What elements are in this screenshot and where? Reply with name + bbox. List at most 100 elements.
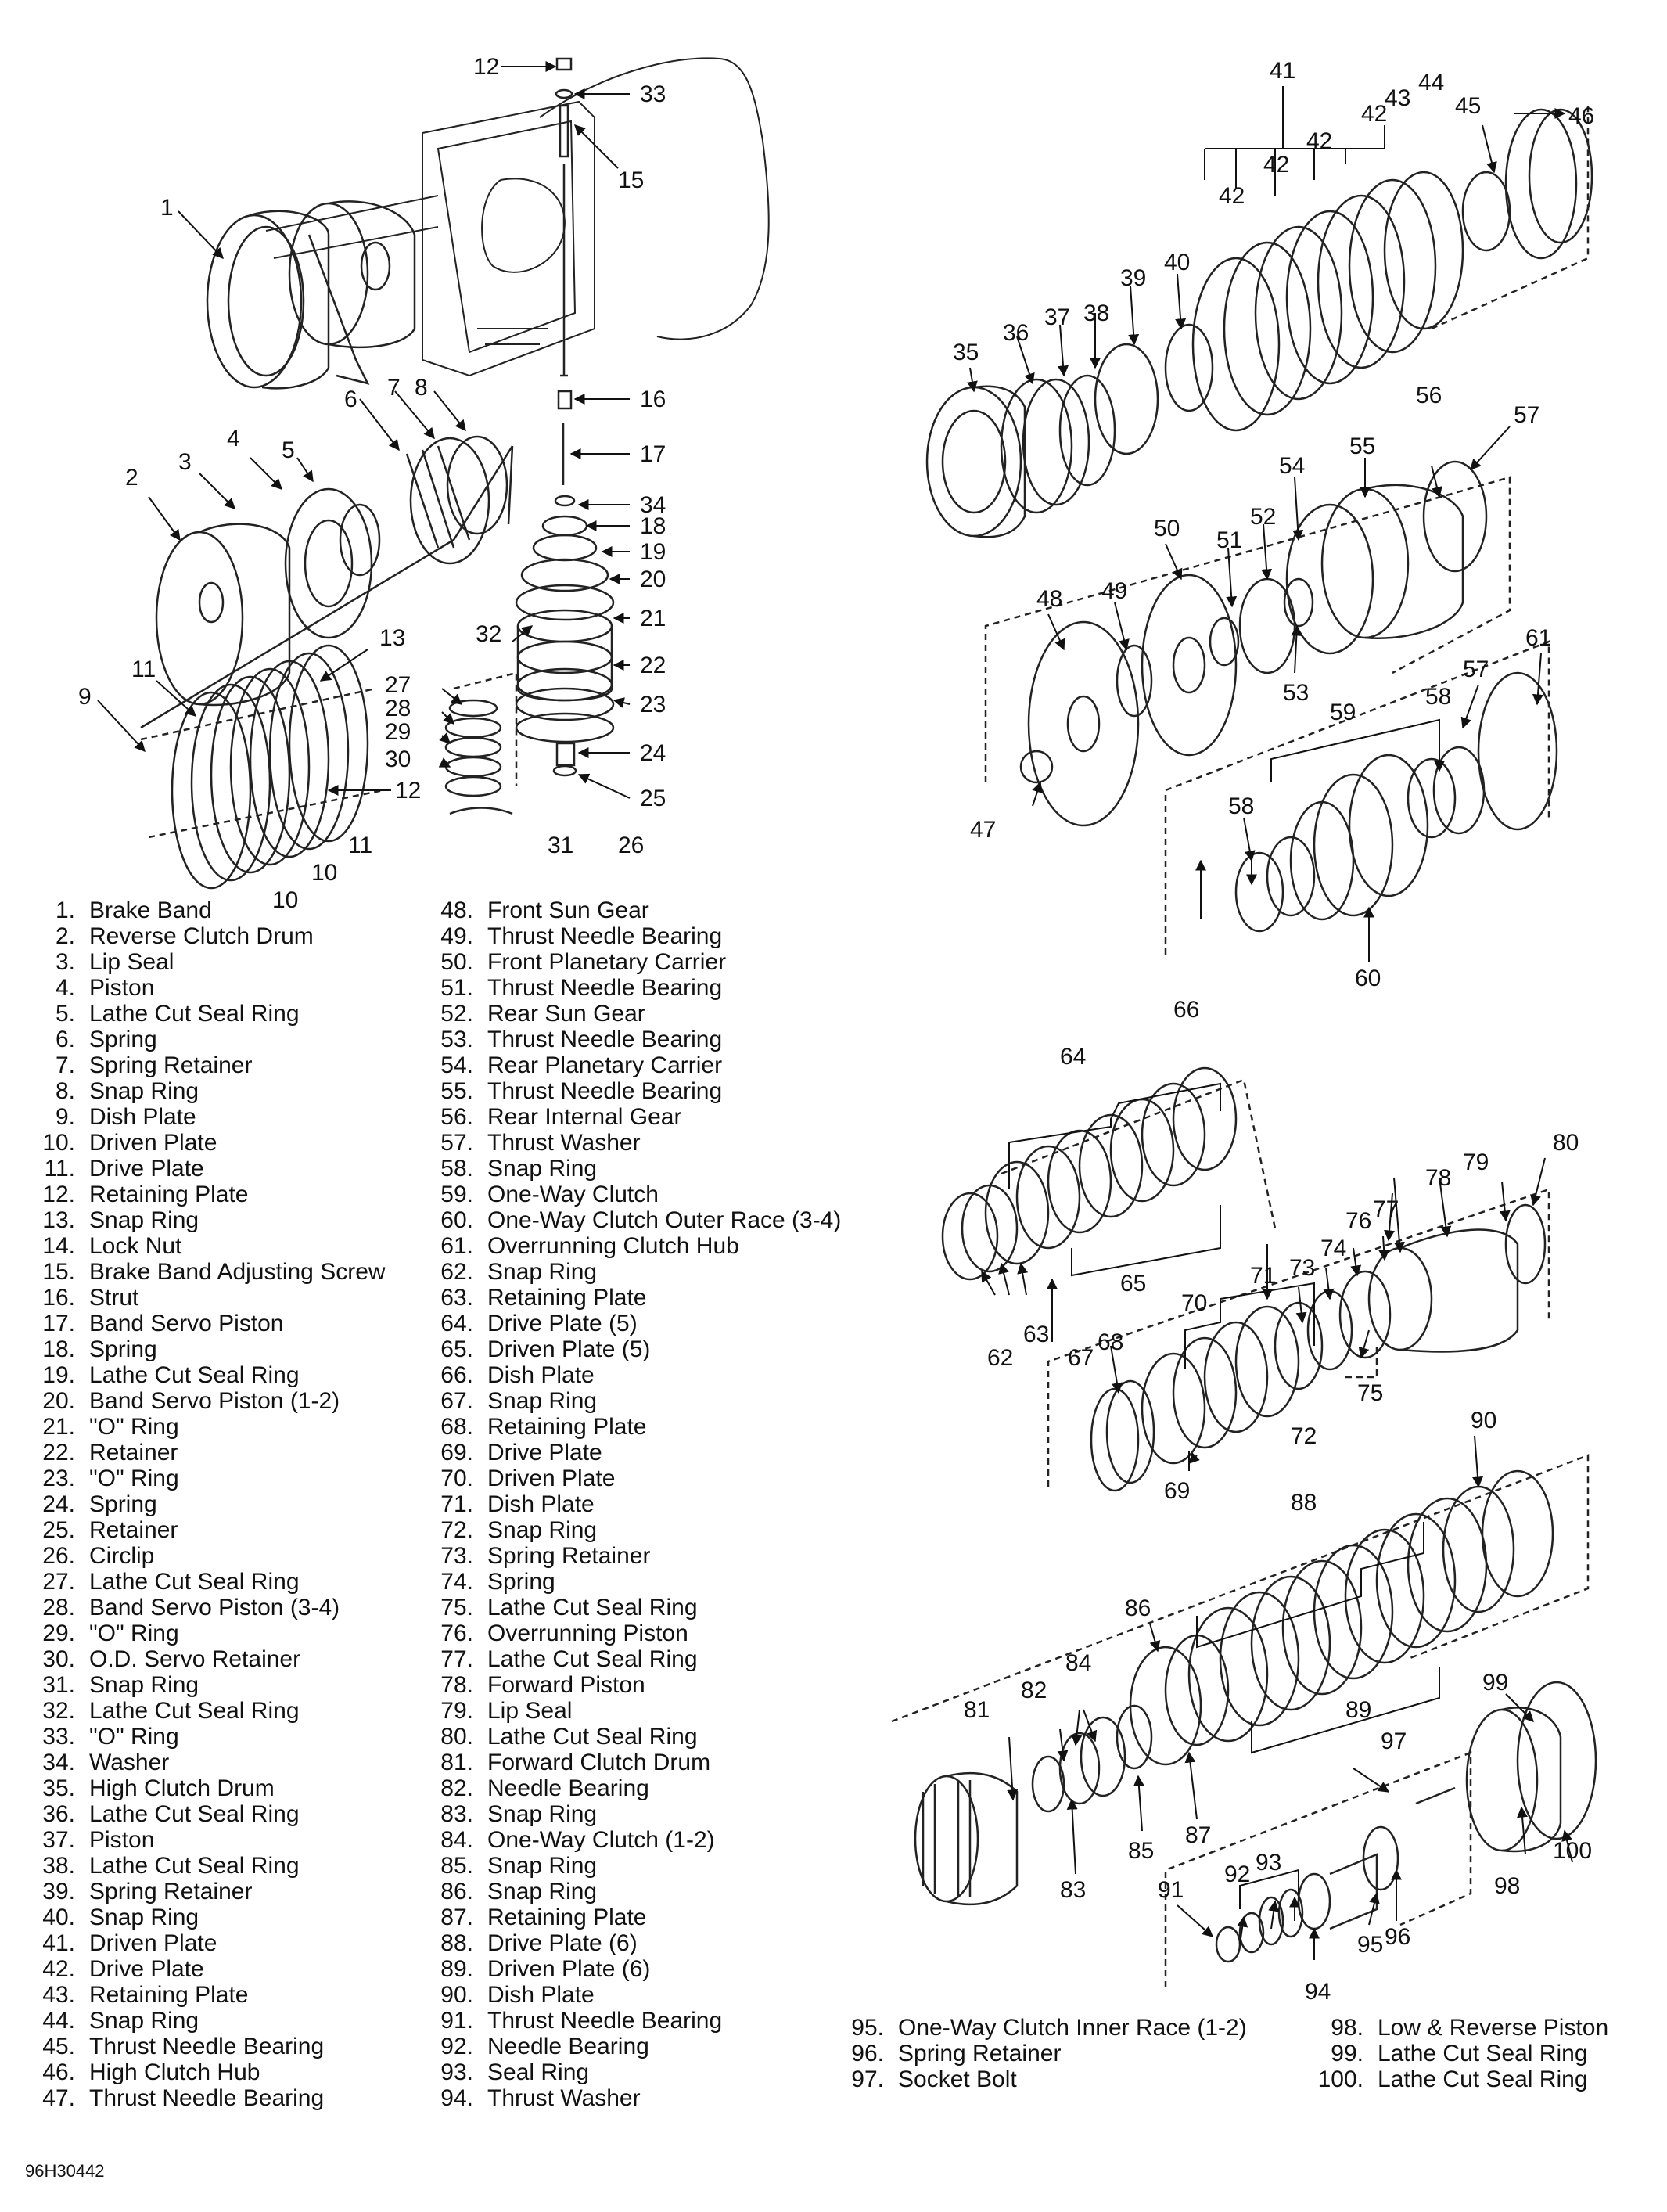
legend-column-3: 95.One-Way Clutch Inner Race (1-2)96.Spr… xyxy=(828,2015,1247,2092)
legend-number: 63. xyxy=(440,1285,473,1311)
legend-number: 87. xyxy=(440,1904,473,1930)
legend-label: Lathe Cut Seal Ring xyxy=(487,1595,698,1620)
legend-label: "O" Ring xyxy=(89,1724,179,1750)
callout-53: 53 xyxy=(1283,680,1309,706)
legend-label: Lathe Cut Seal Ring xyxy=(89,1001,300,1027)
legend-number: 1. xyxy=(55,897,75,923)
legend-item: 65.Driven Plate (5) xyxy=(426,1336,841,1362)
callout-54: 54 xyxy=(1279,453,1305,479)
callout-22: 22 xyxy=(640,653,666,678)
callout-56: 56 xyxy=(1416,383,1442,408)
callout-27: 27 xyxy=(385,672,411,698)
callout-55: 55 xyxy=(1349,433,1375,459)
legend-number: 44. xyxy=(42,2008,75,2034)
legend-item: 11.Drive Plate xyxy=(30,1156,386,1182)
legend-label: Piston xyxy=(89,1827,155,1853)
legend-number: 67. xyxy=(440,1388,473,1414)
legend-item: 67.Snap Ring xyxy=(426,1388,841,1414)
legend-label: Rear Planetary Carrier xyxy=(487,1052,723,1078)
callout-91: 91 xyxy=(1158,1877,1184,1903)
legend-label: Reverse Clutch Drum xyxy=(89,923,314,949)
callout-60: 60 xyxy=(1355,966,1381,991)
callout-84: 84 xyxy=(1065,1650,1091,1676)
legend-number: 13. xyxy=(42,1207,75,1233)
callout-99: 99 xyxy=(1482,1670,1508,1696)
legend-number: 32. xyxy=(42,1698,75,1724)
legend-label: Lathe Cut Seal Ring xyxy=(487,1646,698,1672)
callout-10b: 10 xyxy=(272,887,298,913)
callout-42c: 42 xyxy=(1306,128,1332,154)
legend-item: 97.Socket Bolt xyxy=(828,2066,1247,2092)
legend-item: 27.Lathe Cut Seal Ring xyxy=(30,1569,386,1595)
legend-item: 23."O" Ring xyxy=(30,1466,386,1491)
legend-number: 6. xyxy=(55,1027,75,1052)
callout-76: 76 xyxy=(1345,1208,1371,1234)
legend-number: 54. xyxy=(440,1052,473,1078)
legend-item: 95.One-Way Clutch Inner Race (1-2) xyxy=(828,2015,1246,2041)
legend-label: Brake Band xyxy=(89,897,212,923)
legend-label: Front Sun Gear xyxy=(487,897,649,923)
legend-label: Snap Ring xyxy=(487,1156,598,1182)
legend-number: 58. xyxy=(440,1156,473,1182)
legend-number: 97. xyxy=(851,2066,884,2092)
legend-number: 98. xyxy=(1331,2015,1363,2041)
legend-label: Thrust Needle Bearing xyxy=(487,1078,723,1104)
legend-item: 63.Retaining Plate xyxy=(426,1285,841,1311)
legend-label: Brake Band Adjusting Screw xyxy=(89,1259,386,1285)
callout-8: 8 xyxy=(415,375,428,401)
legend-number: 68. xyxy=(440,1414,473,1440)
legend-item: 52.Rear Sun Gear xyxy=(426,1001,841,1027)
callout-67: 67 xyxy=(1068,1345,1094,1371)
legend-item: 13.Snap Ring xyxy=(30,1207,386,1233)
legend-item: 94.Thrust Washer xyxy=(426,2085,841,2111)
legend-label: Snap Ring xyxy=(487,1517,598,1543)
callout-51: 51 xyxy=(1216,527,1242,553)
legend-number: 41. xyxy=(42,1930,75,1956)
legend-label: Drive Plate (5) xyxy=(487,1311,638,1336)
callout-52: 52 xyxy=(1250,504,1276,530)
legend-label: Lathe Cut Seal Ring xyxy=(1378,2066,1588,2092)
callout-61: 61 xyxy=(1525,625,1551,651)
callout-10a: 10 xyxy=(311,860,337,886)
legend-item: 96.Spring Retainer xyxy=(828,2041,1247,2066)
legend-label: Thrust Needle Bearing xyxy=(487,923,723,949)
legend-label: Band Servo Piston (3-4) xyxy=(89,1595,340,1620)
legend-number: 31. xyxy=(42,1672,75,1698)
legend-item: 46.High Clutch Hub xyxy=(30,2059,386,2085)
legend-number: 51. xyxy=(440,975,473,1001)
callout-15: 15 xyxy=(618,167,644,193)
callout-37: 37 xyxy=(1044,304,1070,330)
legend-item: 25.Retainer xyxy=(30,1517,386,1543)
legend-label: Snap Ring xyxy=(487,1853,598,1879)
callout-6: 6 xyxy=(344,387,357,412)
callout-90: 90 xyxy=(1471,1408,1496,1433)
legend-item: 91.Thrust Needle Bearing xyxy=(426,2008,841,2034)
callout-87: 87 xyxy=(1185,1822,1211,1848)
legend-number: 53. xyxy=(440,1027,473,1052)
callout-57b: 57 xyxy=(1463,656,1489,682)
legend-label: Retaining Plate xyxy=(89,1182,249,1207)
legend-label: Thrust Needle Bearing xyxy=(89,2085,325,2111)
legend-number: 82. xyxy=(440,1775,473,1801)
legend-number: 64. xyxy=(440,1311,473,1336)
legend-item: 59.One-Way Clutch xyxy=(426,1182,841,1207)
figure-code: 96H30442 xyxy=(25,2161,105,2181)
callout-63: 63 xyxy=(1023,1322,1049,1347)
callout-9: 9 xyxy=(78,684,92,710)
legend-item: 1. Brake Band xyxy=(30,897,386,923)
legend-item: 89.Driven Plate (6) xyxy=(426,1956,841,1982)
legend-number: 91. xyxy=(440,2008,473,2034)
legend-number: 49. xyxy=(440,923,473,949)
legend-number: 95. xyxy=(851,2015,884,2041)
callout-14: 12 xyxy=(473,54,499,80)
legend-label: Overrunning Clutch Hub xyxy=(487,1233,739,1259)
callout-44: 44 xyxy=(1418,70,1444,95)
planetary-group-drawing xyxy=(984,460,1511,827)
callout-42d: 42 xyxy=(1361,101,1387,127)
legend-number: 26. xyxy=(42,1543,75,1569)
callout-94: 94 xyxy=(1305,1979,1331,2005)
legend-item: 90.Dish Plate xyxy=(426,1982,841,2008)
legend-item: 75.Lathe Cut Seal Ring xyxy=(426,1595,841,1620)
legend-item: 69.Drive Plate xyxy=(426,1440,841,1466)
